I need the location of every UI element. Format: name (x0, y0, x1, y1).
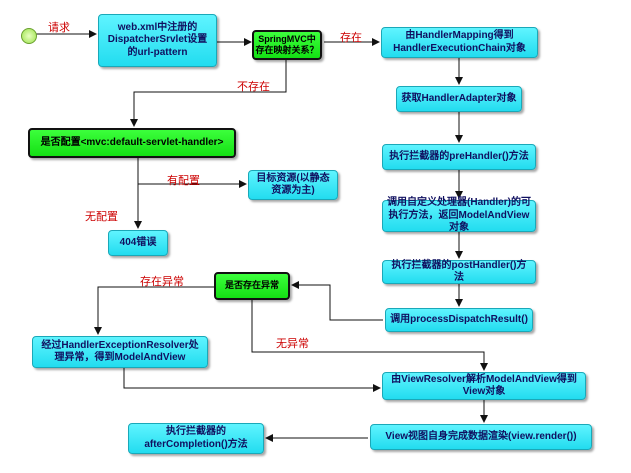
node-view-resolver: 由ViewResolver解析ModelAndView得到View对象 (382, 372, 586, 400)
edge-has-exception (94, 286, 214, 335)
node-has-exception-decision: 是否存在异常 (214, 272, 290, 300)
edge-dispatch-to-exception-check (291, 281, 383, 321)
node-handler-adapter: 获取HandlerAdapter对象 (396, 86, 522, 112)
label-not-configured: 无配置 (85, 211, 118, 223)
edge-resolver-to-view (123, 368, 381, 392)
label-configured: 有配置 (167, 175, 200, 187)
node-exception-resolver: 经过HandlerExceptionResolver处理异常，得到ModelAn… (32, 336, 208, 368)
node-target-resource: 目标资源(以静态资源为主) (248, 170, 338, 200)
label-no-exception: 无异常 (276, 338, 309, 350)
label-not-exists: 不存在 (237, 81, 270, 93)
node-default-servlet-decision: 是否配置<mvc:default-servlet-handler> (28, 128, 236, 158)
node-has-mapping-decision: SpringMVC中存在映射关系？ (252, 30, 322, 60)
node-post-handler: 执行拦截器的postHandler()方法 (382, 260, 536, 284)
label-has-exception: 存在异常 (140, 276, 184, 288)
node-after-completion: 执行拦截器的afterCompletion()方法 (128, 423, 264, 454)
node-view-render: View视图自身完成数据渲染(view.render()) (370, 424, 592, 450)
node-web-xml: web.xml中注册的DispatcherSrvlet设置的url-patter… (98, 14, 217, 67)
node-invoke-handler: 调用自定义处理器(Handler)的可执行方法，返回ModelAndView对象 (382, 197, 536, 233)
edge-not-exists (130, 60, 287, 127)
start-node (21, 28, 37, 44)
label-exists: 存在 (340, 32, 362, 44)
node-pre-handler: 执行拦截器的preHandler()方法 (382, 144, 536, 170)
label-request: 请求 (48, 22, 70, 34)
edge-no-exception (251, 300, 488, 371)
node-handler-mapping: 由HandlerMapping得到HandlerExecutionChain对象 (381, 27, 538, 58)
node-404-error: 404错误 (108, 230, 168, 256)
node-process-dispatch: 调用processDispatchResult() (385, 308, 533, 332)
